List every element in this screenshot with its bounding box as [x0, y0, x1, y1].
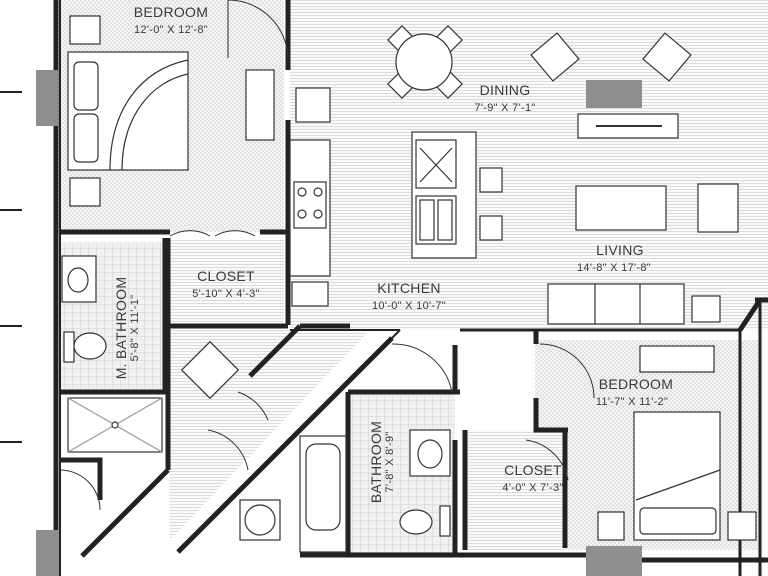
end-table — [691, 295, 721, 323]
master-bath-label: M. BATHROOM 5'-8" X 11'-1" — [113, 268, 141, 388]
master-closet-dims: 5'-10" X 4'-3" — [192, 288, 260, 300]
fridge — [291, 281, 329, 307]
window — [36, 530, 58, 576]
pillow — [639, 507, 717, 535]
bathroom-dims: 7'-8" X 8'-9" — [384, 431, 396, 493]
window — [586, 80, 642, 108]
hall-fixtures — [180, 340, 281, 541]
second-closet-name: CLOSET — [504, 462, 562, 478]
kitchen-fixtures — [289, 131, 503, 307]
sofa — [547, 283, 685, 325]
master-bath-name: M. BATHROOM — [113, 276, 129, 380]
nightstand — [69, 15, 101, 45]
master-closet-name: CLOSET — [197, 268, 255, 284]
dining-dims: 7'-9" X 7'-1" — [474, 102, 536, 114]
nightstand — [69, 177, 101, 207]
nightstand — [597, 511, 625, 541]
nightstand — [727, 511, 757, 541]
toilet — [439, 505, 451, 537]
door-swings — [59, 0, 595, 511]
bathroom-label: BATHROOM 7'-8" X 8'-9" — [368, 402, 396, 522]
toilet — [63, 331, 75, 363]
armchair — [697, 183, 739, 233]
dresser — [639, 345, 715, 373]
closet-master-floor — [170, 240, 284, 322]
bar-stool — [479, 215, 503, 241]
bar-stool — [479, 167, 503, 193]
master-bedroom-dims: 12'-0" X 12'-8" — [134, 24, 208, 36]
armchair — [642, 32, 692, 82]
second-closet-dims: 4'-0" X 7'-3" — [502, 482, 564, 494]
master-bath-dims: 5'-8" X 11'-1" — [129, 294, 141, 362]
closet-second-floor — [465, 430, 565, 550]
bath-fixtures — [299, 429, 451, 553]
kitchen-dims: 10'-0" X 10'-7" — [372, 300, 446, 312]
second-bedroom-name: BEDROOM — [598, 376, 674, 392]
window — [36, 70, 58, 126]
pillow — [73, 113, 99, 163]
dining-set — [387, 25, 692, 99]
living-furniture — [547, 113, 739, 325]
master-bath-fixtures — [61, 255, 163, 453]
master-bedroom-furniture — [67, 15, 331, 207]
window — [586, 546, 642, 576]
master-bedroom-name: BEDROOM — [133, 4, 209, 20]
second-bedroom-dims: 11'-7" X 11'-2" — [595, 396, 669, 408]
dining-table — [395, 33, 453, 91]
washer — [180, 340, 240, 400]
kitchen-name: KITCHEN — [377, 280, 441, 296]
second-bedroom-furniture — [597, 345, 757, 541]
windows — [36, 70, 642, 576]
dresser — [245, 69, 275, 141]
pillow — [73, 61, 99, 111]
bathroom-name: BATHROOM — [368, 420, 384, 504]
armchair — [530, 32, 580, 82]
living-name: LIVING — [596, 242, 644, 258]
coffee-table — [575, 185, 667, 231]
living-dims: 14'-8" X 17'-8" — [577, 262, 651, 274]
exterior-ticks — [0, 91, 22, 443]
dining-name: DINING — [479, 82, 531, 98]
